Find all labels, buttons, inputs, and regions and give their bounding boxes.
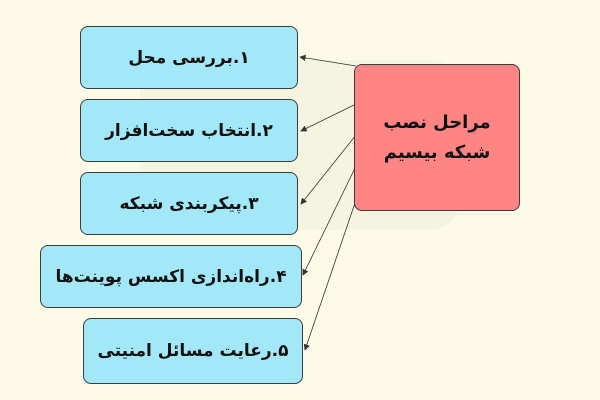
root-node: مراحل نصب شبکه بیسیم	[354, 64, 520, 211]
step-label: ۲.انتخاب سخت‌افزار	[105, 120, 273, 141]
step-label: ۵.رعایت مسائل امنیتی	[97, 341, 289, 361]
root-title-line1: مراحل نصب	[383, 111, 491, 133]
step-node-3: ۳.پیکربندی شبکه	[80, 172, 298, 235]
step-label: ۱.بررسی محل	[128, 47, 250, 68]
step-node-1: ۱.بررسی محل	[80, 26, 298, 89]
step-node-5: ۵.رعایت مسائل امنیتی	[83, 318, 303, 384]
step-node-2: ۲.انتخاب سخت‌افزار	[80, 99, 298, 162]
root-title-line2: شبکه بیسیم	[383, 141, 491, 163]
step-label: ۳.پیکربندی شبکه	[119, 193, 259, 214]
step-label: ۴.راه‌اندازی اکسس پوینت‌ها	[55, 266, 287, 287]
step-node-4: ۴.راه‌اندازی اکسس پوینت‌ها	[40, 245, 302, 308]
